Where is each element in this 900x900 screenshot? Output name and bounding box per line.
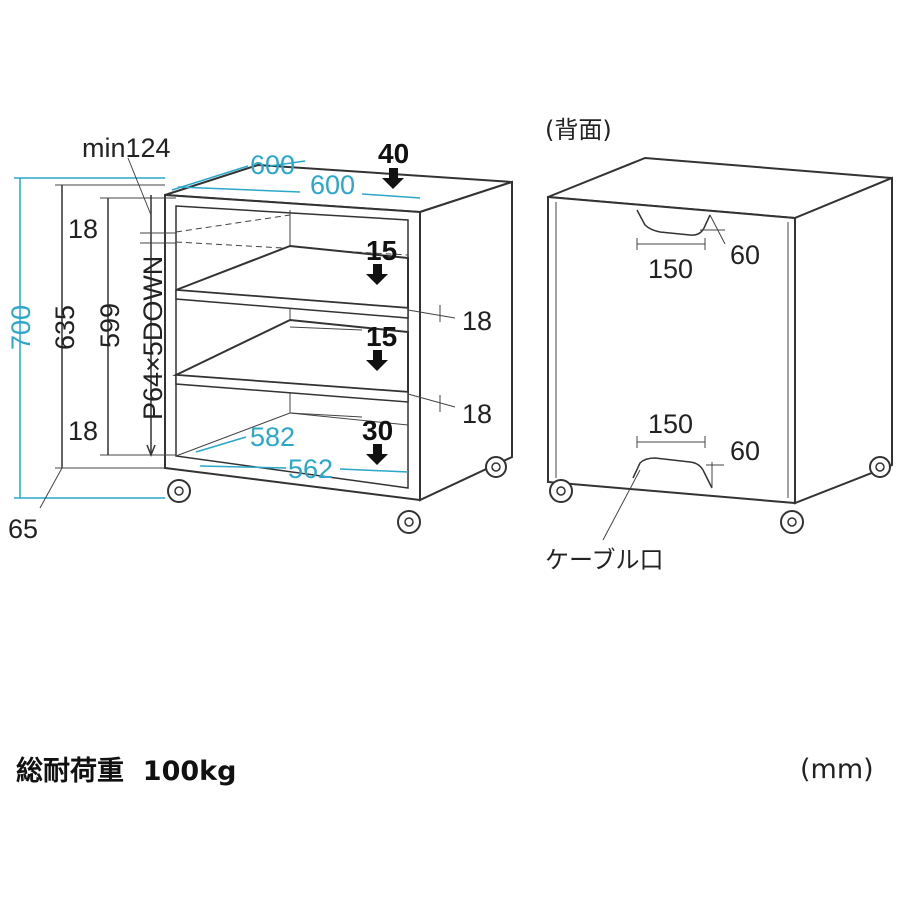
top-load-label: 40 [378, 138, 409, 169]
load-arrows [366, 168, 404, 465]
shelf1-load-label: 15 [366, 235, 397, 266]
inner-height-label: 599 [95, 303, 125, 348]
arrow-down-icon [382, 168, 404, 189]
arrow-down-icon [366, 444, 388, 465]
arrow-down-icon [366, 264, 388, 285]
bottom-load-label: 30 [362, 415, 393, 446]
front-dimension-lines [14, 157, 456, 509]
front-labels: min124 600 40 600 18 15 18 15 18 18 582 … [6, 133, 492, 544]
bottom-thickness-label: 18 [68, 416, 98, 446]
top-cut-width-label: 150 [648, 254, 693, 284]
top-thickness-label: 18 [68, 214, 98, 244]
inner-depth-label: 582 [250, 422, 295, 452]
total-height-label: 700 [6, 305, 36, 350]
back-side-panel [794, 176, 893, 505]
top-cable-port [636, 209, 711, 236]
shelf1-thickness-label: 18 [462, 306, 492, 336]
inner-width-label: 562 [288, 454, 333, 484]
back-labels: (背面) 150 60 150 60 ケーブル口 [545, 116, 760, 574]
top-depth-label: 600 [250, 150, 295, 180]
back-cabinet [547, 156, 893, 534]
min-gap-label: min124 [82, 133, 171, 163]
bottom-cut-width-label: 150 [648, 409, 693, 439]
total-load-note: 総耐荷重 100kg [16, 755, 236, 787]
shelf-1-edge [175, 289, 409, 319]
cable-port-label: ケーブル口 [545, 546, 664, 574]
back-panel [547, 195, 796, 505]
back-view-title: (背面) [545, 116, 612, 144]
top-width-label: 600 [310, 170, 355, 200]
arrow-down-icon [366, 350, 388, 371]
bottom-cable-port [632, 457, 713, 489]
shelf2-load-label: 15 [366, 321, 397, 352]
unit-label: (mm) [800, 754, 874, 785]
caster-height-label: 65 [8, 514, 38, 544]
body-height-label: 635 [50, 305, 80, 350]
cabinet-side-panel [419, 180, 513, 502]
back-dimension-lines [602, 214, 726, 541]
shelf-2-edge [175, 374, 409, 403]
top-cut-height-label: 60 [730, 240, 760, 270]
front-cabinet [164, 163, 513, 534]
shelf2-thickness-label: 18 [462, 399, 492, 429]
bottom-cut-height-label: 60 [730, 436, 760, 466]
shelf-pitch-label: P64×5DOWN [138, 256, 168, 420]
